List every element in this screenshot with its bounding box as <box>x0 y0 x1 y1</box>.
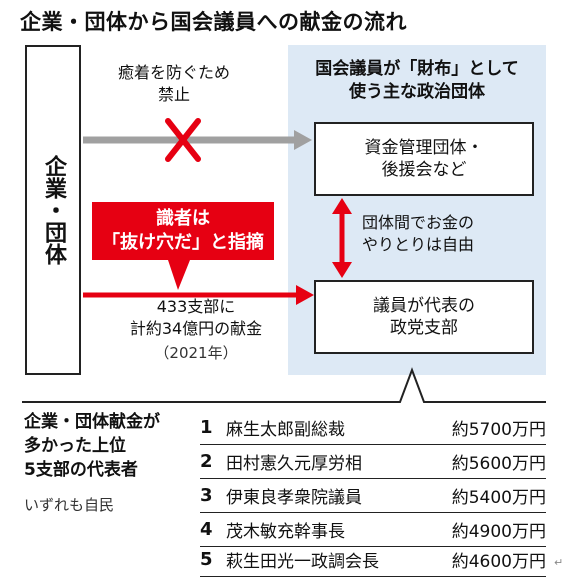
money-note-line2: 計約34億円の献金 <box>129 319 263 338</box>
donation-amount-note: 433支部に 計約34億円の献金 <box>106 296 286 340</box>
panel-title: 国会議員が「財布」として 使う主な政治団体 <box>288 58 546 104</box>
party-branch-line1: 議員が代表の <box>373 296 475 316</box>
ranking-number: 2 <box>200 450 213 472</box>
ranking-name: 茂木敏充幹事長 <box>226 521 345 542</box>
party-branch-line2: 政党支部 <box>390 318 458 338</box>
companies-label: 企業・団体 <box>41 155 66 265</box>
companies-box <box>25 45 81 375</box>
ranking-title: 企業・団体献金が 多かった上位 5支部の代表者 <box>24 410 160 482</box>
money-note-line1: 433支部に <box>156 297 236 316</box>
red-label-line1: 識者は <box>156 208 210 229</box>
donation-arrow-head <box>296 285 314 305</box>
ranking-name: 麻生太郎副総裁 <box>226 419 345 440</box>
ranking-name: 田村憲久元厚労相 <box>226 453 362 474</box>
party-branch-box: 議員が代表の 政党支部 <box>314 280 534 354</box>
panel-title-line2: 使う主な政治団体 <box>349 82 485 102</box>
mutual-arrow-head-bottom <box>332 262 352 278</box>
fund-management-line1: 資金管理団体・ <box>364 138 484 158</box>
red-label-line2: 「抜け穴だ」と指摘 <box>102 232 264 253</box>
ranking-amount: 約4600万円 <box>451 551 546 572</box>
ranking-title-line1: 企業・団体献金が <box>24 412 160 432</box>
fund-management-line2: 後援会など <box>381 160 467 180</box>
ranking-row: 3 伊東良孝衆院議員 約5400万円 <box>200 478 546 513</box>
ranking-row: 4 茂木敏充幹事長 約4900万円 <box>200 512 546 547</box>
ranking-row: 1 麻生太郎副総裁 約5700万円 <box>200 410 546 445</box>
ban-cross-stroke-2 <box>165 118 201 162</box>
ranking-amount: 約5400万円 <box>451 487 546 508</box>
ban-note-line2: 禁止 <box>157 85 190 104</box>
ranking-amount: 約5700万円 <box>451 419 546 440</box>
fund-management-box: 資金管理団体・ 後援会など <box>314 122 534 196</box>
mutual-note-line1: 団体間でお金の <box>362 213 475 232</box>
ranking-name: 伊東良孝衆院議員 <box>226 487 362 508</box>
ranking-party-note: いずれも自民 <box>24 496 115 514</box>
ranking-amount: 約4900万円 <box>451 521 546 542</box>
ranking-row: 2 田村憲久元厚労相 約5600万円 <box>200 444 546 479</box>
ranking-number: 5 <box>200 548 213 570</box>
ranking-number: 1 <box>200 416 213 438</box>
ranking-number: 3 <box>200 484 213 506</box>
red-label-pointer <box>168 260 190 290</box>
ranking-name: 萩生田光一政調会長 <box>226 551 379 572</box>
ranking-title-line2: 多かった上位 <box>24 436 126 456</box>
ranking-number: 4 <box>200 518 213 540</box>
mutual-transfer-note: 団体間でお金の やりとりは自由 <box>362 212 532 256</box>
banned-arrow-head <box>294 130 312 150</box>
return-mark: ↵ <box>554 556 564 569</box>
ranking-title-line3: 5支部の代表者 <box>24 460 138 480</box>
donation-year: （2021年） <box>154 344 238 362</box>
ban-note-line1: 癒着を防ぐため <box>117 63 230 82</box>
panel-title-line1: 国会議員が「財布」として <box>315 59 519 79</box>
ban-note: 癒着を防ぐため 禁止 <box>104 62 244 106</box>
page-title: 企業・団体から国会議員への献金の流れ <box>20 10 407 34</box>
ranking-callout <box>22 367 546 403</box>
mutual-arrow-head-top <box>332 198 352 214</box>
experts-loophole-label: 識者は 「抜け穴だ」と指摘 <box>92 202 274 260</box>
ranking-amount: 約5600万円 <box>451 453 546 474</box>
ranking-row: 5 萩生田光一政調会長 約4600万円 <box>200 542 546 577</box>
mutual-note-line2: やりとりは自由 <box>362 235 475 254</box>
